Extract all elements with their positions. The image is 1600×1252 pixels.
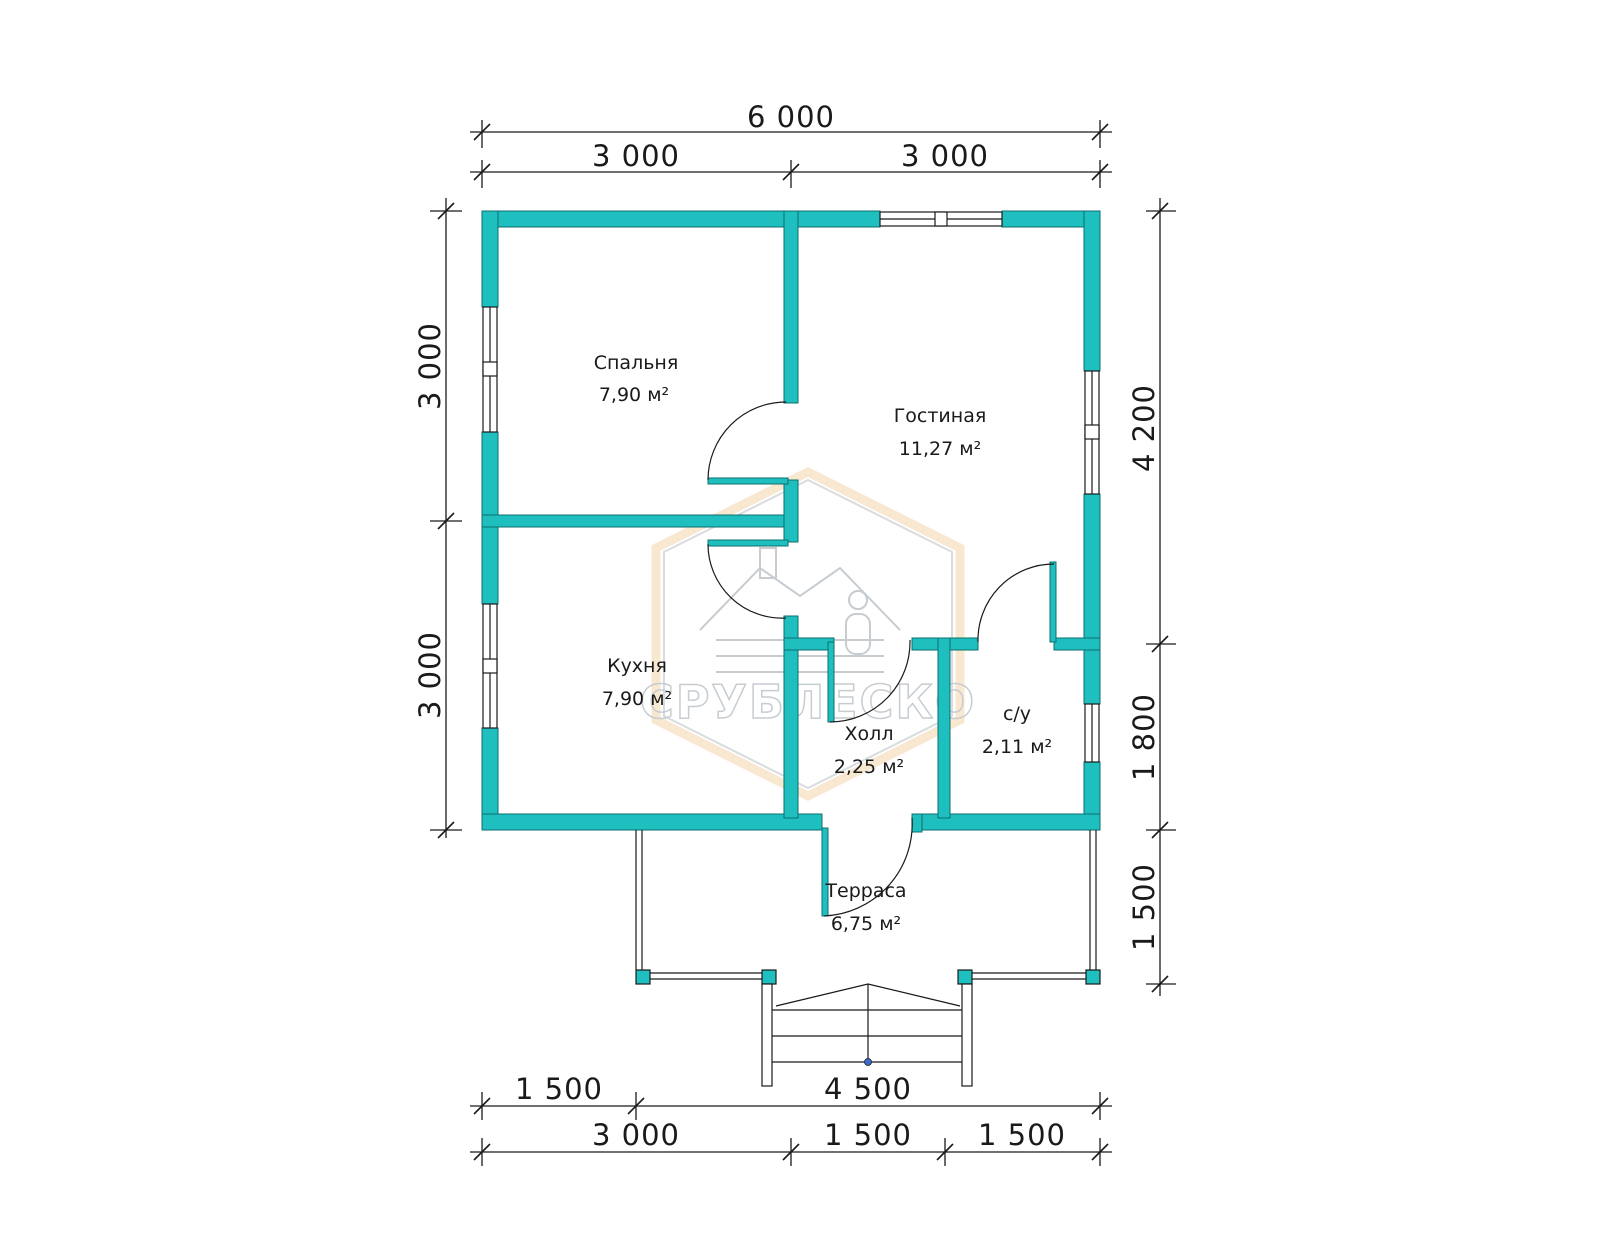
room-living: Гостиная 11,27 м² xyxy=(894,405,987,460)
room-area: 7,90 м² xyxy=(602,688,672,710)
dim-left-lower: 3 000 xyxy=(413,631,447,719)
terrace xyxy=(635,830,1101,985)
dim-bottom-upper-left: 1 500 xyxy=(515,1072,603,1106)
room-area: 6,75 м² xyxy=(831,913,901,935)
watermark-text: СРУБЛЕСКО xyxy=(640,675,976,729)
room-name: Спальня xyxy=(594,352,679,374)
room-hall: Холл 2,25 м² xyxy=(834,723,904,778)
entrance-stairs xyxy=(761,983,973,1087)
room-area: 2,11 м² xyxy=(982,736,1052,758)
room-area: 7,90 м² xyxy=(599,384,669,406)
dim-top-right: 3 000 xyxy=(901,139,989,173)
walls xyxy=(481,210,1101,917)
room-area: 2,25 м² xyxy=(834,756,904,778)
door-swings xyxy=(707,401,1055,917)
room-name: Терраса xyxy=(824,880,906,902)
stair-arrow-dot xyxy=(864,1058,872,1066)
dim-bottom-lower-left: 3 000 xyxy=(592,1118,680,1152)
dim-right-lower: 1 500 xyxy=(1127,863,1161,951)
dim-bottom-lower-middle: 1 500 xyxy=(824,1118,912,1152)
room-bedroom: Спальня 7,90 м² xyxy=(594,352,679,406)
windows xyxy=(482,211,1100,763)
terrace-posts xyxy=(635,969,1101,985)
room-name: Кухня xyxy=(607,655,667,677)
room-name: Холл xyxy=(845,723,894,745)
room-terrace: Терраса 6,75 м² xyxy=(824,880,906,935)
dim-bottom-lower-right: 1 500 xyxy=(978,1118,1066,1152)
dim-right-middle: 1 800 xyxy=(1127,693,1161,781)
room-name: с/у xyxy=(1003,703,1031,725)
dim-top-left: 3 000 xyxy=(592,139,680,173)
room-kitchen: Кухня 7,90 м² xyxy=(602,655,672,710)
dim-top-total: 6 000 xyxy=(747,100,835,134)
dim-right-upper: 4 200 xyxy=(1127,384,1161,472)
room-name: Гостиная xyxy=(894,405,987,427)
room-bathroom: с/у 2,11 м² xyxy=(982,703,1052,758)
dim-left-upper: 3 000 xyxy=(413,322,447,410)
dimension-lines xyxy=(430,120,1176,1166)
room-area: 11,27 м² xyxy=(899,438,981,460)
dim-bottom-upper-right: 4 500 xyxy=(824,1072,912,1106)
watermark-logo: СРУБЛЕСКО xyxy=(639,466,976,802)
